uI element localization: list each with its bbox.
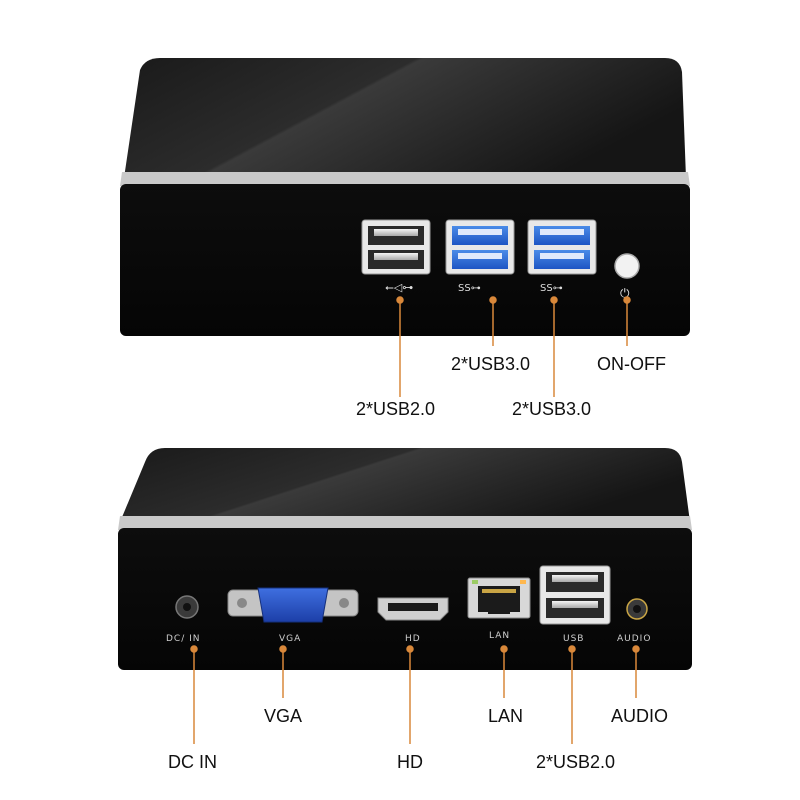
rear-usb2-port-pair bbox=[539, 565, 611, 625]
callout-hd: HD bbox=[397, 752, 423, 772]
port-label-audio: AUDIO bbox=[617, 634, 651, 644]
front-leader-lines bbox=[396, 296, 631, 397]
usb2-port-pair bbox=[361, 219, 431, 275]
vga-connector bbox=[227, 587, 359, 623]
callout-usb3-a: 2*USB3.0 bbox=[451, 354, 531, 374]
port-label-vga: VGA bbox=[279, 634, 301, 644]
usb-icon: ⭠◁⊶ bbox=[385, 281, 413, 294]
rear-device-edge bbox=[118, 516, 692, 530]
callout-dc-in: DC IN bbox=[168, 752, 217, 772]
rear-leader-lines bbox=[190, 645, 640, 744]
callout-audio: AUDIO bbox=[611, 706, 669, 726]
rear-view: DC/ IN VGA HD LAN USB AUDIO bbox=[118, 448, 692, 744]
usb3-port-pair-a bbox=[445, 219, 515, 275]
power-button bbox=[614, 253, 640, 279]
hdmi-port bbox=[377, 597, 449, 621]
power-icon: ⏻ bbox=[620, 286, 630, 300]
callout-vga: VGA bbox=[264, 706, 303, 726]
callout-power: ON-OFF bbox=[597, 354, 666, 374]
dc-jack bbox=[175, 595, 199, 619]
rear-device-top bbox=[120, 448, 690, 522]
callout-lan: LAN bbox=[488, 706, 524, 726]
usb3-port-pair-b bbox=[527, 219, 597, 275]
front-device-top bbox=[124, 58, 686, 178]
callout-usb3-b: 2*USB3.0 bbox=[512, 399, 592, 419]
callout-usb2-rear: 2*USB2.0 bbox=[536, 752, 616, 772]
lan-port bbox=[467, 577, 531, 619]
front-device-edge bbox=[120, 172, 690, 186]
usb-ss-icon: SS⊶ bbox=[540, 283, 563, 294]
usb-ss-icon: SS⊶ bbox=[458, 283, 481, 294]
port-label-lan: LAN bbox=[489, 631, 510, 641]
audio-jack bbox=[626, 598, 648, 620]
callout-usb2-front: 2*USB2.0 bbox=[356, 399, 436, 419]
front-view: ⭠◁⊶ SS⊶ SS⊶ ⏻ bbox=[120, 58, 690, 397]
port-label-dc: DC/ IN bbox=[166, 634, 201, 644]
port-label-usb: USB bbox=[563, 634, 584, 644]
port-label-hd: HD bbox=[405, 634, 421, 644]
